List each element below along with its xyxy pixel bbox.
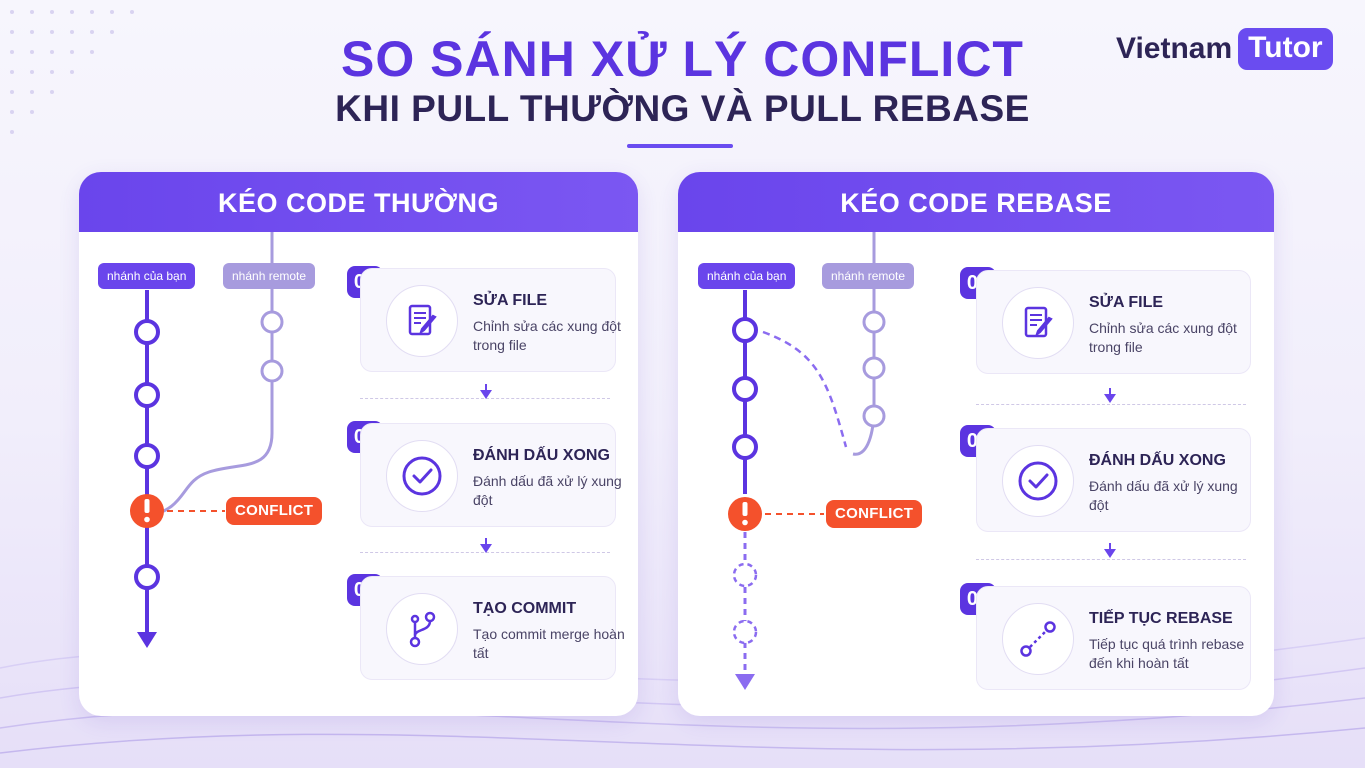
step-description: Đánh dấu đã xử lý xung đột — [1089, 478, 1238, 513]
continue-icon — [1002, 603, 1074, 675]
panel-normal-pull: KÉO CODE THƯỜNG nhánh của bạn nhánh remo… — [79, 172, 638, 716]
step-arrow-stem — [485, 384, 487, 390]
remote-commit — [862, 356, 886, 380]
panel-rebase-pull: KÉO CODE REBASE nhánh của bạn nhánh remo… — [678, 172, 1274, 716]
panel-header-rebase: KÉO CODE REBASE — [678, 172, 1274, 232]
edit-file-icon — [1002, 287, 1074, 359]
step-title: TIẾP TỤC REBASE — [1089, 610, 1233, 627]
logo-text-vietnam: Vietnam — [1116, 32, 1233, 65]
pending-commit — [732, 562, 758, 588]
step-description: Tiếp tục quá trình rebase đến khi hoàn t… — [1089, 636, 1245, 671]
your-commit — [134, 564, 160, 590]
label-remote-branch: nhánh remote — [822, 263, 915, 289]
step-divider — [976, 559, 1246, 560]
step-title: ĐÁNH DẤU XONG — [473, 447, 610, 464]
step-description: Chỉnh sửa các xung đột trong file — [473, 318, 621, 353]
your-commit — [134, 382, 160, 408]
normal-pull-graph — [130, 232, 284, 648]
step-arrow-down-icon — [480, 390, 492, 399]
remote-commit — [260, 359, 284, 383]
step-card-edit-file: SỬA FILE Chỉnh sửa các xung đột trong fi… — [360, 268, 621, 372]
your-commit — [732, 317, 758, 343]
merge-commit — [134, 443, 160, 469]
brand-logo: Vietnam Tutor — [1116, 28, 1333, 70]
step-arrow-down-icon — [1104, 394, 1116, 403]
step-title: ĐÁNH DẤU XONG — [1089, 452, 1226, 469]
your-branch-arrow — [137, 632, 157, 648]
logo-text-tutor: Tutor — [1238, 28, 1333, 70]
conflict-badge: CONFLICT — [826, 500, 923, 528]
main-title: SO SÁNH XỬ LÝ CONFLICT — [341, 31, 1024, 87]
step-card-edit-file: SỬA FILE Chỉnh sửa các xung đột trong fi… — [976, 270, 1251, 374]
label-remote-branch: nhánh remote — [223, 263, 316, 289]
your-commit — [134, 319, 160, 345]
step-arrow-down-icon — [1104, 549, 1116, 558]
git-branch-icon — [386, 593, 458, 665]
step-card-mark-done: ĐÁNH DẤU XONG Đánh dấu đã xử lý xung đột — [360, 423, 622, 527]
step-arrow-down-icon — [480, 544, 492, 553]
check-circle-icon — [1002, 445, 1074, 517]
remote-branch-line — [146, 232, 274, 519]
check-circle-icon — [386, 440, 458, 512]
step-arrow-stem — [1109, 388, 1111, 394]
step-card-mark-done: ĐÁNH DẤU XONG Đánh dấu đã xử lý xung đột — [976, 428, 1251, 532]
remote-commit — [862, 310, 886, 334]
rebase-arc — [762, 330, 848, 448]
step-card-create-commit: TẠO COMMIT Tạo commit merge hoàn tất — [360, 576, 625, 680]
step-title: SỬA FILE — [1089, 294, 1164, 311]
conflict-badge: CONFLICT — [226, 497, 323, 525]
step-description: Đánh dấu đã xử lý xung đột — [473, 473, 622, 508]
your-commit — [732, 376, 758, 402]
panel-header-normal: KÉO CODE THƯỜNG — [79, 172, 638, 232]
main-subtitle: KHI PULL THƯỜNG VÀ PULL REBASE — [335, 88, 1030, 129]
step-title: SỬA FILE — [473, 292, 548, 309]
step-description: Chỉnh sửa các xung đột trong file — [1089, 320, 1237, 355]
step-title: TẠO COMMIT — [473, 600, 577, 617]
step-card-continue-rebase: TIẾP TỤC REBASE Tiếp tục quá trình rebas… — [976, 586, 1251, 690]
step-divider — [976, 404, 1246, 405]
step-arrow-stem — [485, 538, 487, 544]
label-your-branch: nhánh của bạn — [98, 263, 196, 289]
background-dots — [10, 10, 134, 134]
label-your-branch: nhánh của bạn — [698, 263, 796, 289]
remote-commit — [260, 310, 284, 334]
step-arrow-stem — [1109, 543, 1111, 549]
pending-commit — [732, 619, 758, 645]
your-branch-arrow — [735, 674, 755, 690]
edit-file-icon — [386, 285, 458, 357]
your-commit — [732, 434, 758, 460]
rebase-pull-graph — [728, 232, 886, 690]
step-description: Tạo commit merge hoàn tất — [473, 626, 625, 661]
title-underline — [627, 144, 733, 148]
remote-commit — [862, 404, 886, 428]
